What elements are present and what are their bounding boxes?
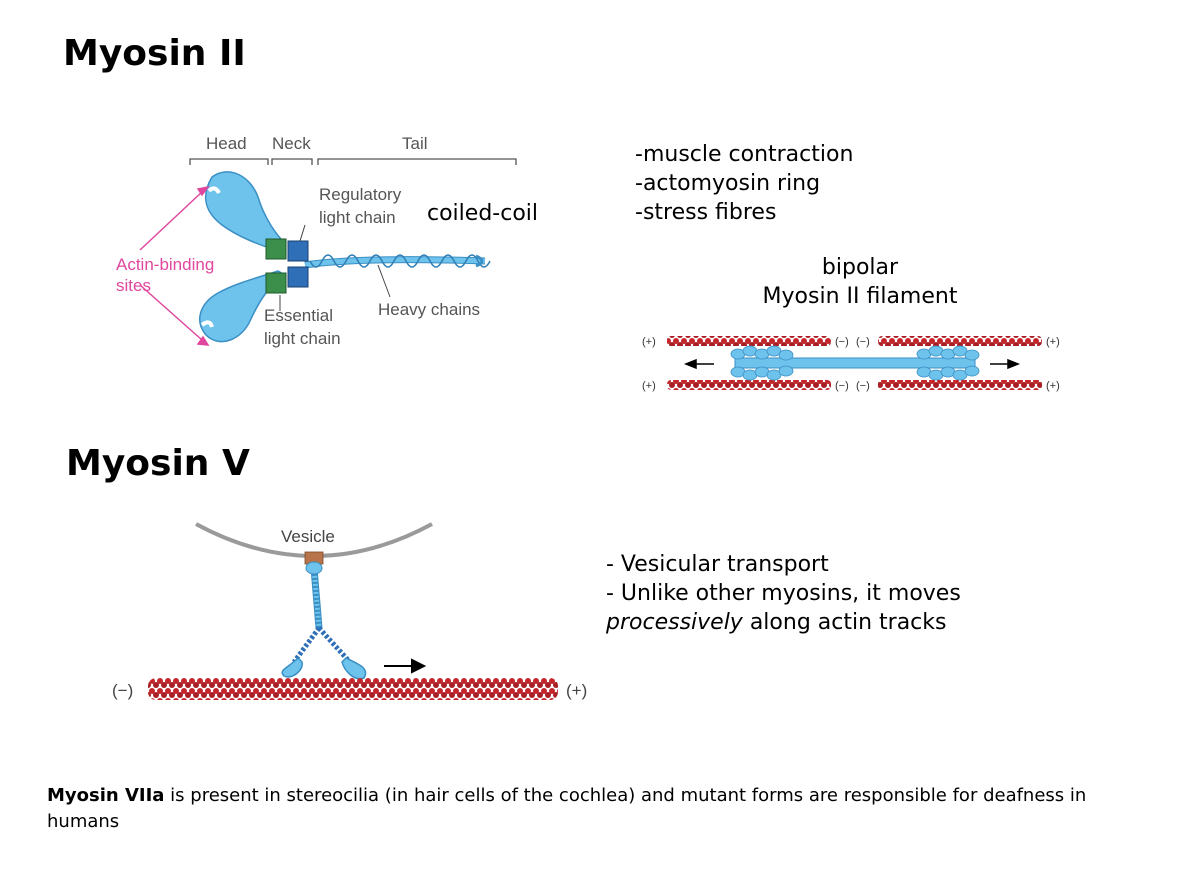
bipolar-title: bipolar Myosin II filament	[700, 253, 1020, 311]
myosin-v-title: Myosin V	[66, 443, 250, 484]
bipolar-title-line2: Myosin II filament	[762, 284, 958, 309]
essential-label-2: light chain	[264, 329, 341, 348]
myosin-viia-bold: Myosin VIIa	[47, 785, 165, 806]
myosin-viia-rest: is present in stereocilia (in hair cells…	[47, 785, 1087, 832]
myosin-viia-note: Myosin VIIa is present in stereocilia (i…	[47, 783, 1147, 835]
actin-binding-label-2: sites	[116, 276, 151, 295]
lower-head	[199, 270, 287, 343]
myosin-v-diagram: Vesicle (−) (+)	[112, 522, 587, 700]
coiled-coil-label: coiled-coil	[427, 201, 538, 226]
along-actin-text: along actin tracks	[742, 610, 947, 635]
function-stress-fibres: -stress fibres	[635, 200, 777, 225]
regulatory-light-chain-upper	[287, 240, 309, 262]
tail-label: Tail	[402, 134, 428, 153]
actin-track	[148, 678, 558, 700]
function-actomyosin-ring: -actomyosin ring	[635, 171, 821, 196]
filament-plus-tl: (+)	[642, 336, 656, 348]
filament-minus-bc2: (−)	[856, 380, 870, 392]
bullet-unlike-others: - Unlike other myosins, it moves	[606, 581, 961, 606]
filament-minus-tc1: (−)	[835, 336, 849, 348]
filament-plus-br: (+)	[1046, 380, 1060, 392]
filament-plus-tr: (+)	[1046, 336, 1060, 348]
essential-light-chain-lower	[265, 272, 287, 294]
head-label: Head	[206, 134, 247, 153]
bipolar-title-line1: bipolar	[821, 255, 899, 280]
filament-minus-bc1: (−)	[835, 380, 849, 392]
filament-plus-bl: (+)	[642, 380, 656, 392]
myosin-ii-diagram: Head Neck Tail Regulatory light chain Es…	[116, 134, 517, 348]
myosin-ii-title: Myosin II	[63, 33, 246, 74]
regulatory-label-1: Regulatory	[319, 185, 402, 204]
bullet-vesicular-transport: - Vesicular transport	[606, 552, 829, 577]
bullet-processive: processively along actin tracks	[606, 608, 961, 637]
regulatory-light-chain-lower	[287, 266, 309, 288]
actin-binding-label-1: Actin-binding	[116, 255, 214, 274]
essential-light-chain-upper	[265, 238, 287, 260]
neck-label: Neck	[272, 134, 311, 153]
heavy-chains-label: Heavy chains	[378, 300, 480, 319]
vesicle-label: Vesicle	[281, 527, 335, 546]
essential-label-1: Essential	[264, 306, 333, 325]
myosin-ii-functions: -muscle contraction -actomyosin ring -st…	[635, 140, 853, 227]
regulatory-label-2: light chain	[319, 208, 396, 227]
filament-minus-tc2: (−)	[856, 336, 870, 348]
heavy-chain-coil	[304, 254, 491, 269]
processively-text: processively	[606, 610, 743, 635]
function-muscle-contraction: -muscle contraction	[635, 142, 854, 167]
myosin-v-description: - Vesicular transport - Unlike other myo…	[606, 550, 961, 637]
actin-plus-label: (+)	[566, 681, 587, 700]
actin-minus-label: (−)	[112, 681, 133, 700]
bipolar-filament-diagram: (+) (−) (−) (+) (+) (−) (−) (+)	[642, 336, 1060, 392]
